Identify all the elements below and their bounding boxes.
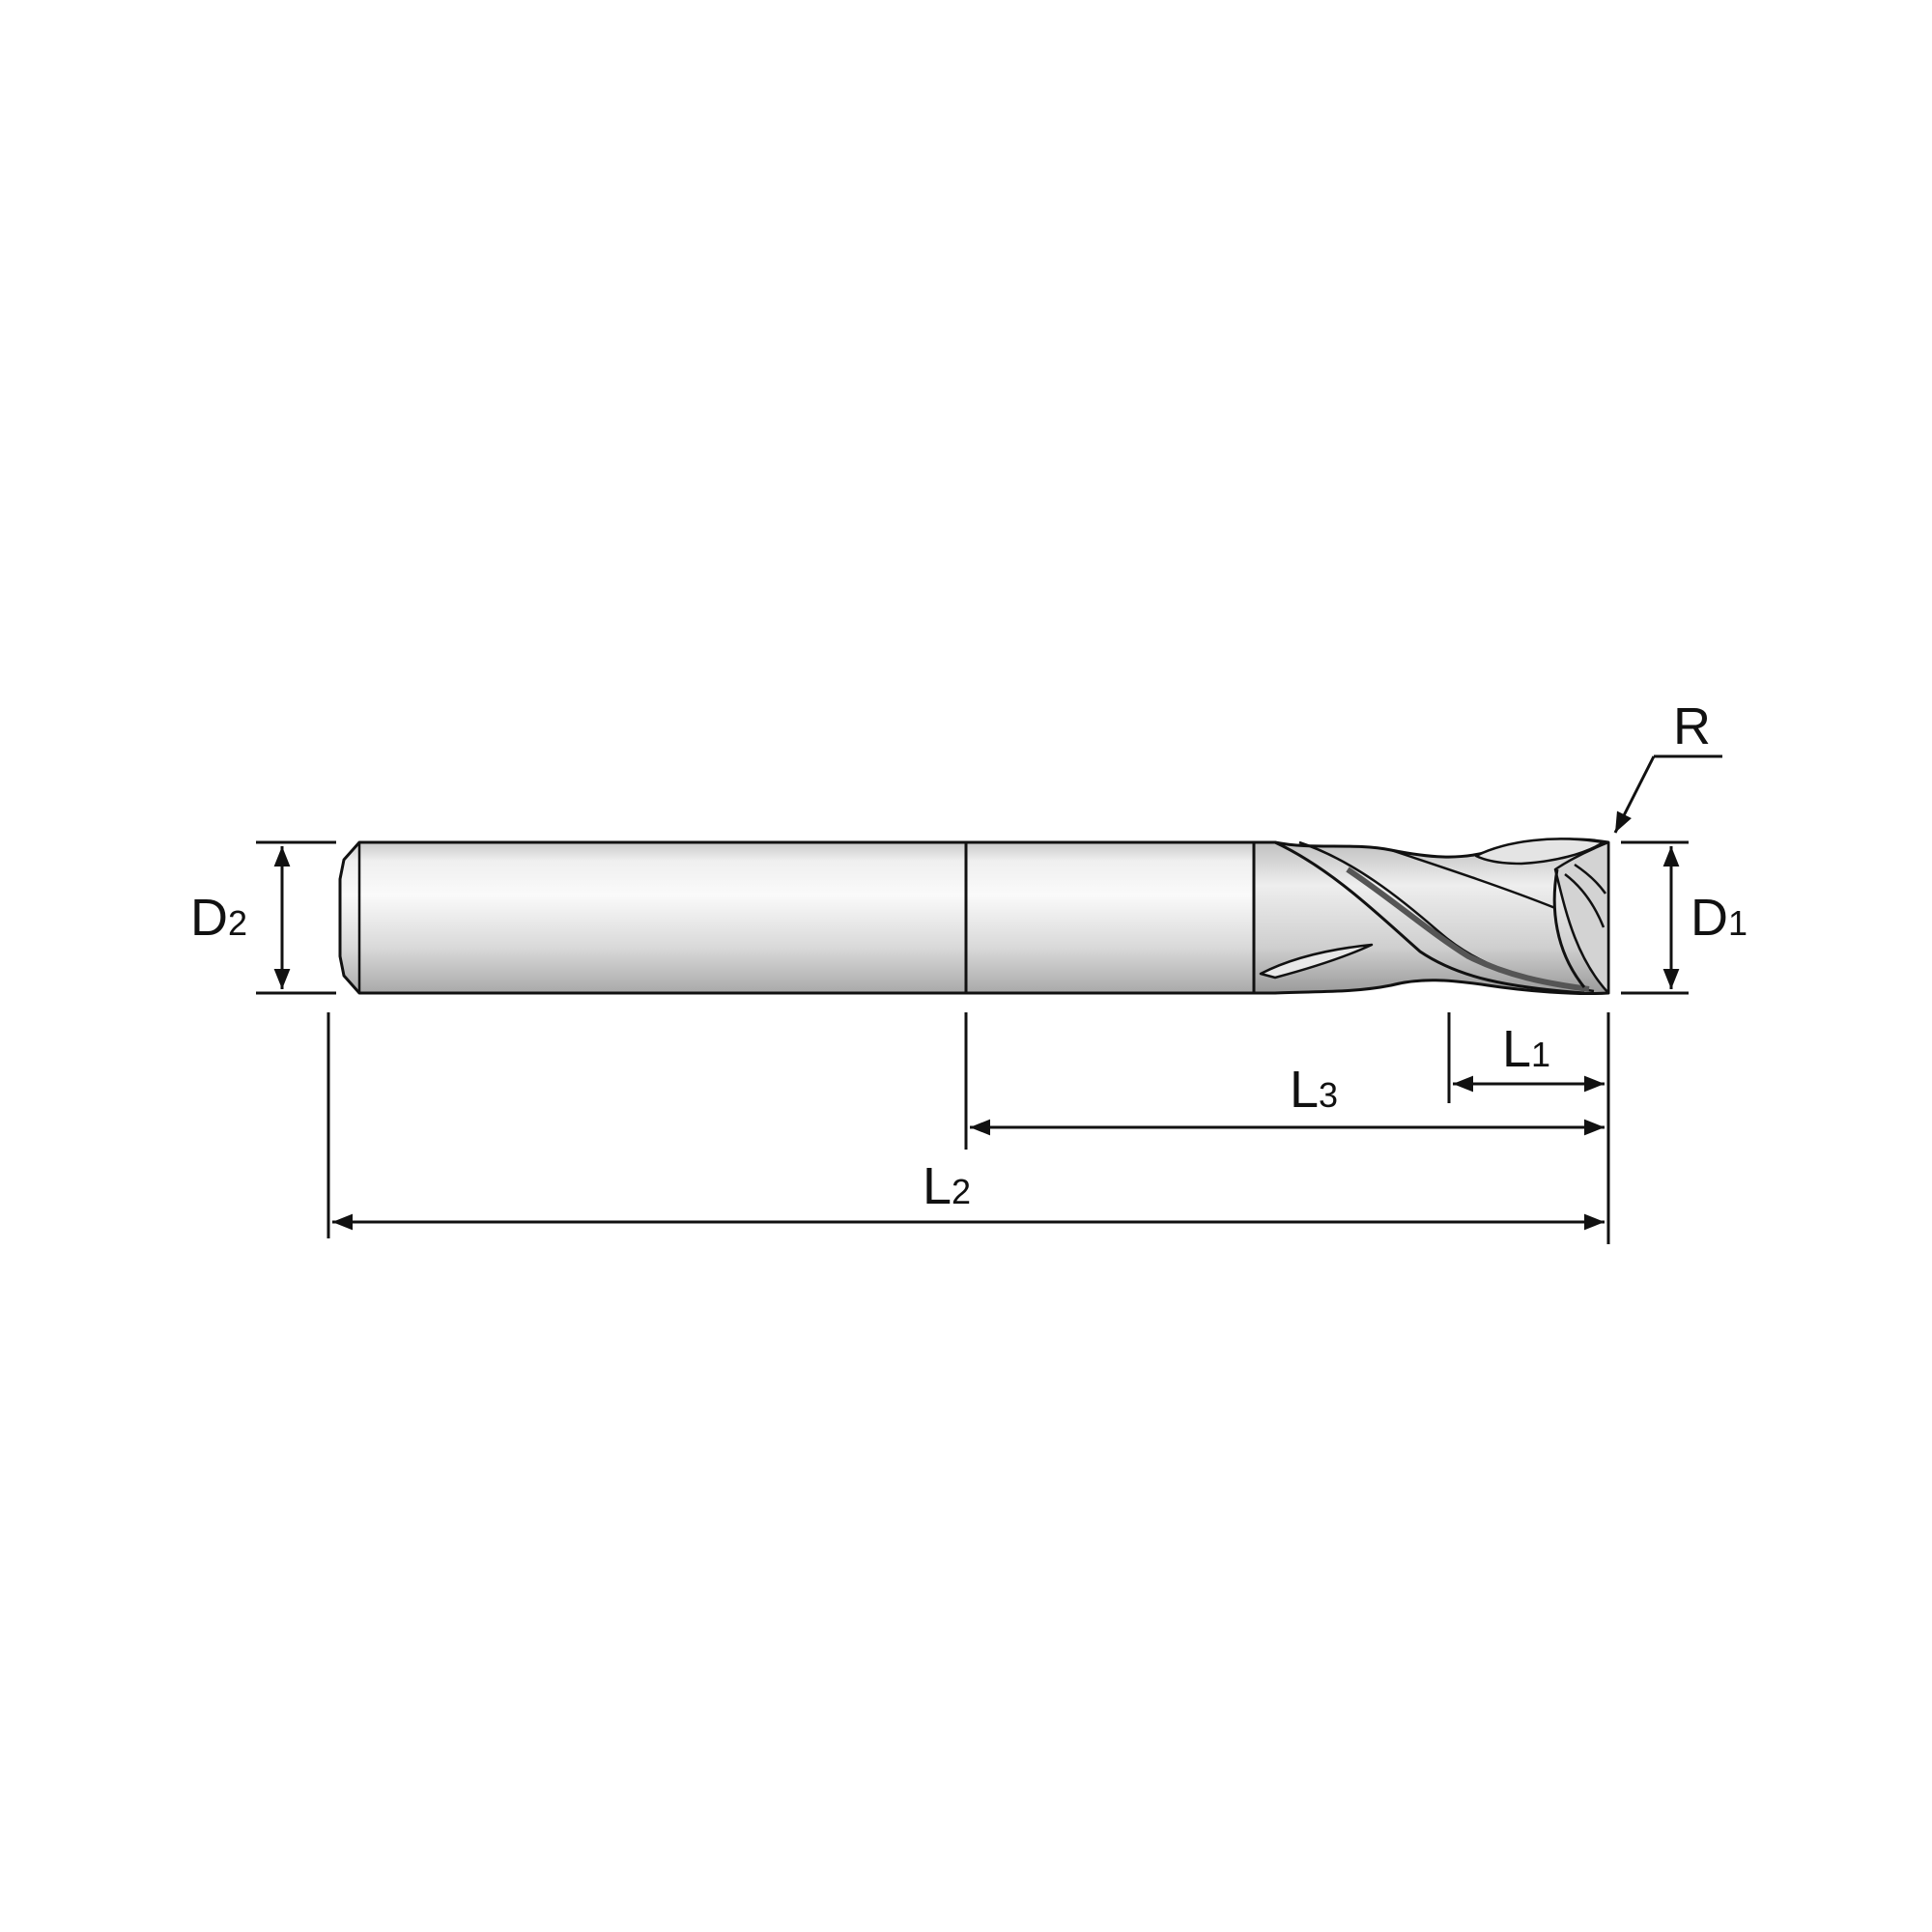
end-mill-body: [338, 838, 1610, 996]
tip-rake-face: [1474, 838, 1605, 866]
label-d2: D2: [190, 889, 247, 947]
length-extensions: [327, 1012, 1610, 1244]
label-r: R: [1673, 697, 1711, 755]
label-l2: L2: [923, 1157, 971, 1215]
tip-corner: [1552, 868, 1586, 988]
flute-groove-1: [1274, 840, 1585, 995]
shank: [338, 840, 1256, 995]
flute-lip-lower: [1259, 943, 1374, 980]
dimension-d2: [256, 840, 336, 995]
leader-r: [1613, 754, 1722, 834]
dimension-d1: [1621, 840, 1689, 995]
tip-edge-2: [1574, 863, 1607, 895]
r-leader-arrow: [1613, 755, 1656, 834]
flute-groove-3: [1390, 848, 1556, 910]
tip-edge-1: [1564, 873, 1605, 928]
label-d1: D1: [1690, 889, 1747, 947]
label-l1: L1: [1502, 1020, 1550, 1078]
flute-groove-dark: [1346, 867, 1590, 992]
label-l3: L3: [1290, 1061, 1338, 1119]
